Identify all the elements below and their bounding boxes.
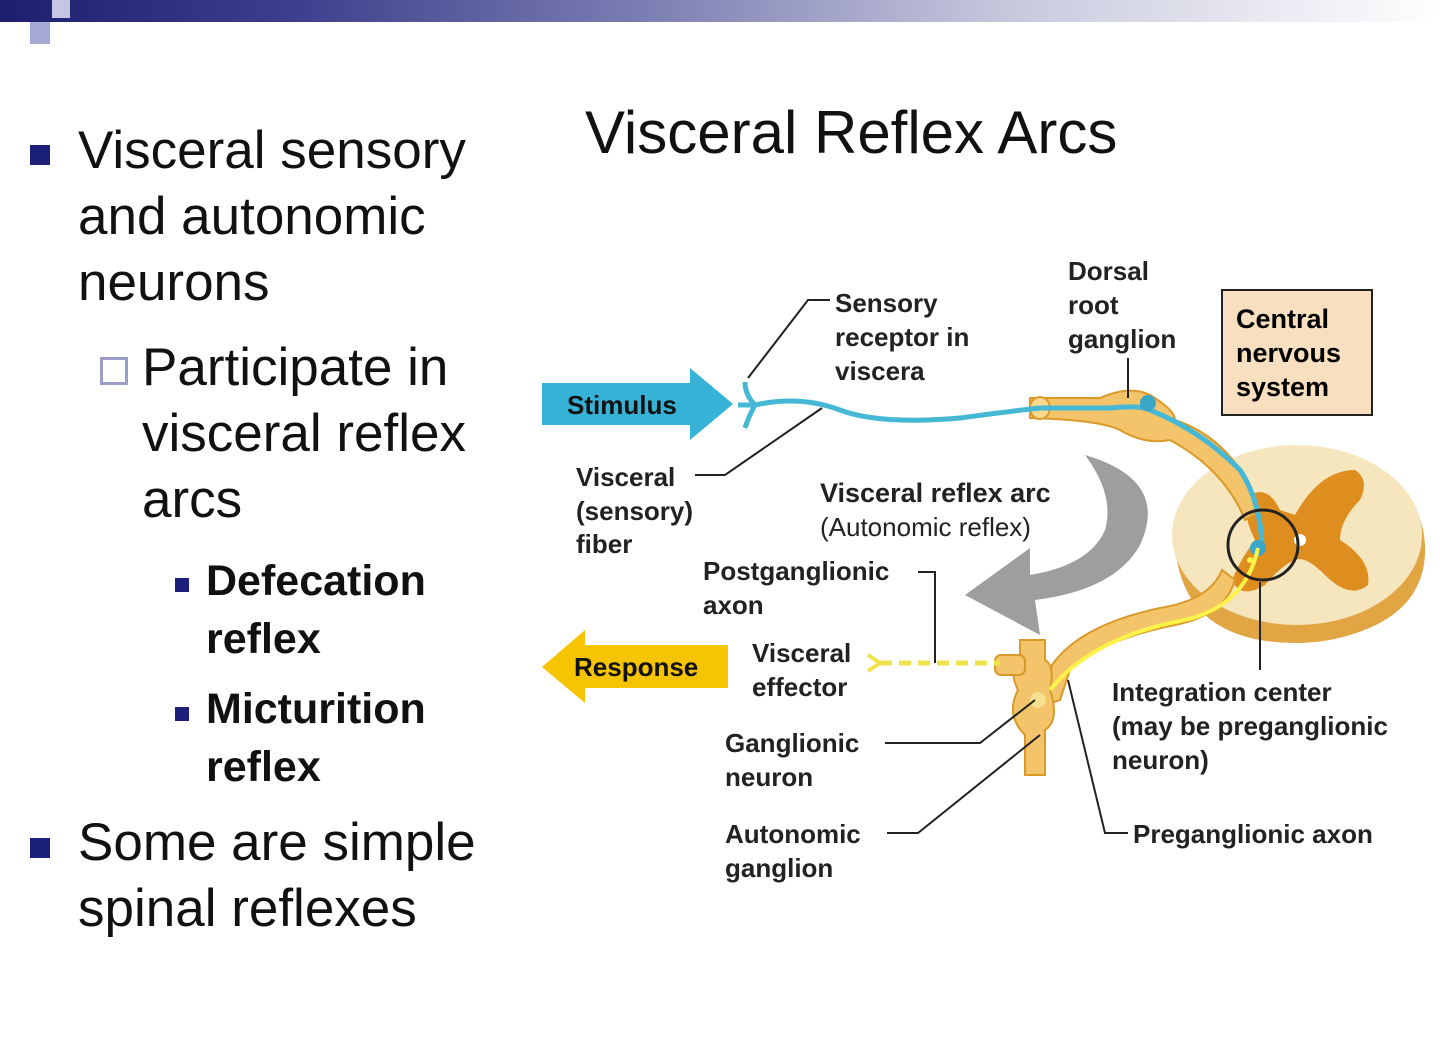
- integration-center-label: (may be preganglionic: [1112, 711, 1388, 741]
- sensory-cell-body: [1140, 395, 1156, 411]
- autonomic-ganglion: [994, 639, 1055, 776]
- reflex-direction-arrow: [965, 455, 1148, 635]
- bullet-marker: [30, 145, 50, 165]
- integration-center-label: neuron): [1112, 745, 1209, 775]
- visceral-fiber-label: fiber: [576, 529, 632, 559]
- postganglionic-label: Postganglionic: [703, 556, 889, 586]
- sub-bullet-text: Participate in visceral reflex arcs: [142, 338, 466, 529]
- corner-square: [30, 22, 50, 44]
- cns-label-line: system: [1236, 372, 1329, 402]
- bullet-text: Some are simple spinal reflexes: [78, 813, 476, 938]
- sensory-receptor-label: receptor in: [835, 322, 969, 352]
- sub-sub-bullet-marker: [175, 578, 189, 592]
- sub-sub-bullet-text: Micturition reflex: [206, 685, 426, 791]
- sub-sub-bullet-marker: [175, 707, 189, 721]
- leader-lines: [695, 299, 1261, 834]
- stimulus-arrow: Stimulus: [542, 368, 733, 440]
- cns-box: Central nervous system: [1221, 289, 1373, 416]
- dorsal-root-label: ganglion: [1068, 324, 1176, 354]
- corner-square: [52, 0, 70, 18]
- preganglionic-axon: [1048, 547, 1260, 692]
- sensory-neuron: [738, 381, 1265, 546]
- effector-label: effector: [752, 672, 847, 702]
- autonomic-ganglion-label: Autonomic: [725, 819, 861, 849]
- dorsal-root-label: Dorsal: [1068, 256, 1149, 286]
- sensory-receptor-label: viscera: [835, 356, 925, 386]
- stimulus-label: Stimulus: [567, 390, 677, 420]
- visceral-fiber-label: Visceral: [576, 462, 675, 492]
- postganglionic-label: axon: [703, 590, 764, 620]
- postganglionic-axon: [866, 653, 1000, 673]
- arc-title-label: Visceral reflex arc: [820, 478, 1051, 508]
- ganglionic-neuron-label: neuron: [725, 762, 813, 792]
- sub-bullet-marker: [100, 357, 128, 385]
- response-arrow: Response: [542, 630, 728, 703]
- bullet-marker: [30, 838, 50, 858]
- cns-label-line: nervous: [1236, 338, 1341, 368]
- integration-center-circle: [1226, 508, 1300, 582]
- slide-title: Visceral Reflex Arcs: [585, 99, 1118, 166]
- response-label: Response: [574, 652, 698, 682]
- ganglionic-neuron-label: Ganglionic: [725, 728, 859, 758]
- autonomic-ganglion-label: ganglion: [725, 853, 833, 883]
- bullet-text: Visceral sensory and autonomic neurons: [78, 121, 466, 312]
- visceral-fiber-label: (sensory): [576, 496, 693, 526]
- dorsal-root-label: root: [1068, 290, 1119, 320]
- cns-label-line: Central: [1236, 304, 1329, 334]
- preganglionic-label: Preganglionic axon: [1133, 819, 1373, 849]
- integration-center-label: Integration center: [1112, 677, 1332, 707]
- slide-header-bar: [0, 0, 1440, 22]
- arc-subtitle-label: (Autonomic reflex): [820, 512, 1031, 542]
- sensory-receptor-label: Sensory: [835, 288, 938, 318]
- sub-sub-bullet-text: Defecation reflex: [206, 557, 426, 663]
- effector-label: Visceral: [752, 638, 851, 668]
